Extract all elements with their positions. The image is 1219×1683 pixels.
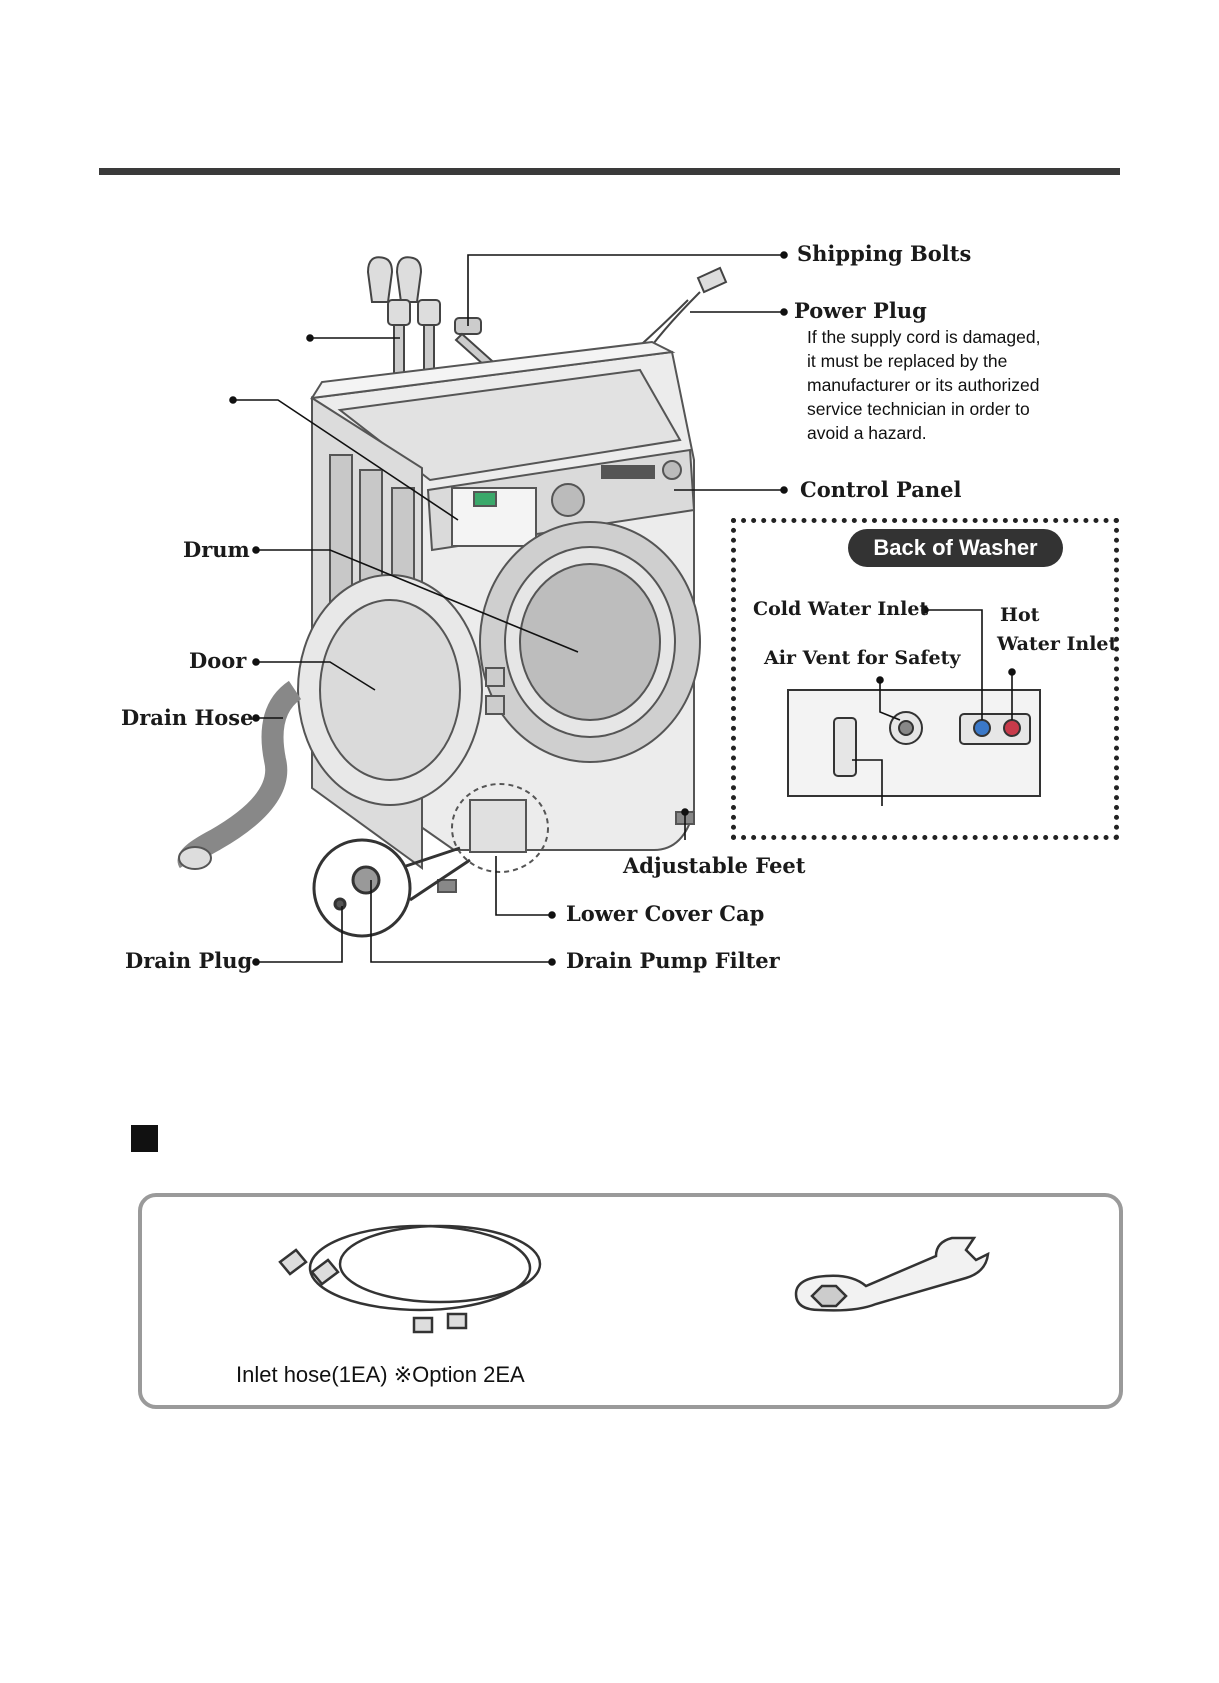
water-faucets-illustration (366, 256, 441, 386)
inlet-hose-caption: Inlet hose(1EA) ※Option 2EA (236, 1362, 525, 1387)
inlet-hose-illustration (278, 1224, 542, 1334)
section-marker (131, 1125, 158, 1152)
power-plug-note-line: service technician in order to (807, 399, 1030, 419)
label-adjustable-feet: Adjustable Feet (623, 853, 806, 878)
washer-body-illustration (297, 340, 701, 893)
label-door: Door (189, 648, 247, 673)
label-air-vent: Air Vent for Safety (764, 647, 961, 669)
power-plug-note-line: it must be replaced by the (807, 351, 1008, 371)
power-plug-note-line: manufacturer or its authorized (807, 375, 1040, 395)
label-lower-cover-cap: Lower Cover Cap (566, 901, 765, 926)
label-drum: Drum (183, 537, 250, 562)
back-of-washer-panel (731, 518, 1119, 840)
label-drain-pump-filter: Drain Pump Filter (566, 948, 780, 973)
label-hot-water-inlet-line2: Water Inlet (997, 633, 1118, 655)
power-plug-note-line: If the supply cord is damaged, (807, 327, 1041, 347)
label-hot-water-inlet-line1: Hot (1000, 604, 1040, 626)
accessories-box (138, 1193, 1123, 1409)
header-rule (99, 168, 1120, 175)
spanner-illustration (794, 1236, 990, 1312)
label-drain-plug: Drain Plug (125, 948, 253, 973)
label-shipping-bolts: Shipping Bolts (797, 241, 972, 266)
drain-filter-zoom (312, 838, 471, 938)
label-control-panel: Control Panel (800, 477, 962, 502)
label-power-plug: Power Plug (794, 298, 927, 323)
power-plug-note-line: avoid a hazard. (807, 423, 927, 443)
back-of-washer-title: Back of Washer (848, 529, 1063, 567)
back-panel-illustration (787, 689, 1041, 797)
label-drain-hose: Drain Hose (121, 705, 254, 730)
power-plug-note: If the supply cord is damaged, it must b… (807, 325, 1067, 445)
label-cold-water-inlet: Cold Water Inlet (753, 598, 929, 620)
